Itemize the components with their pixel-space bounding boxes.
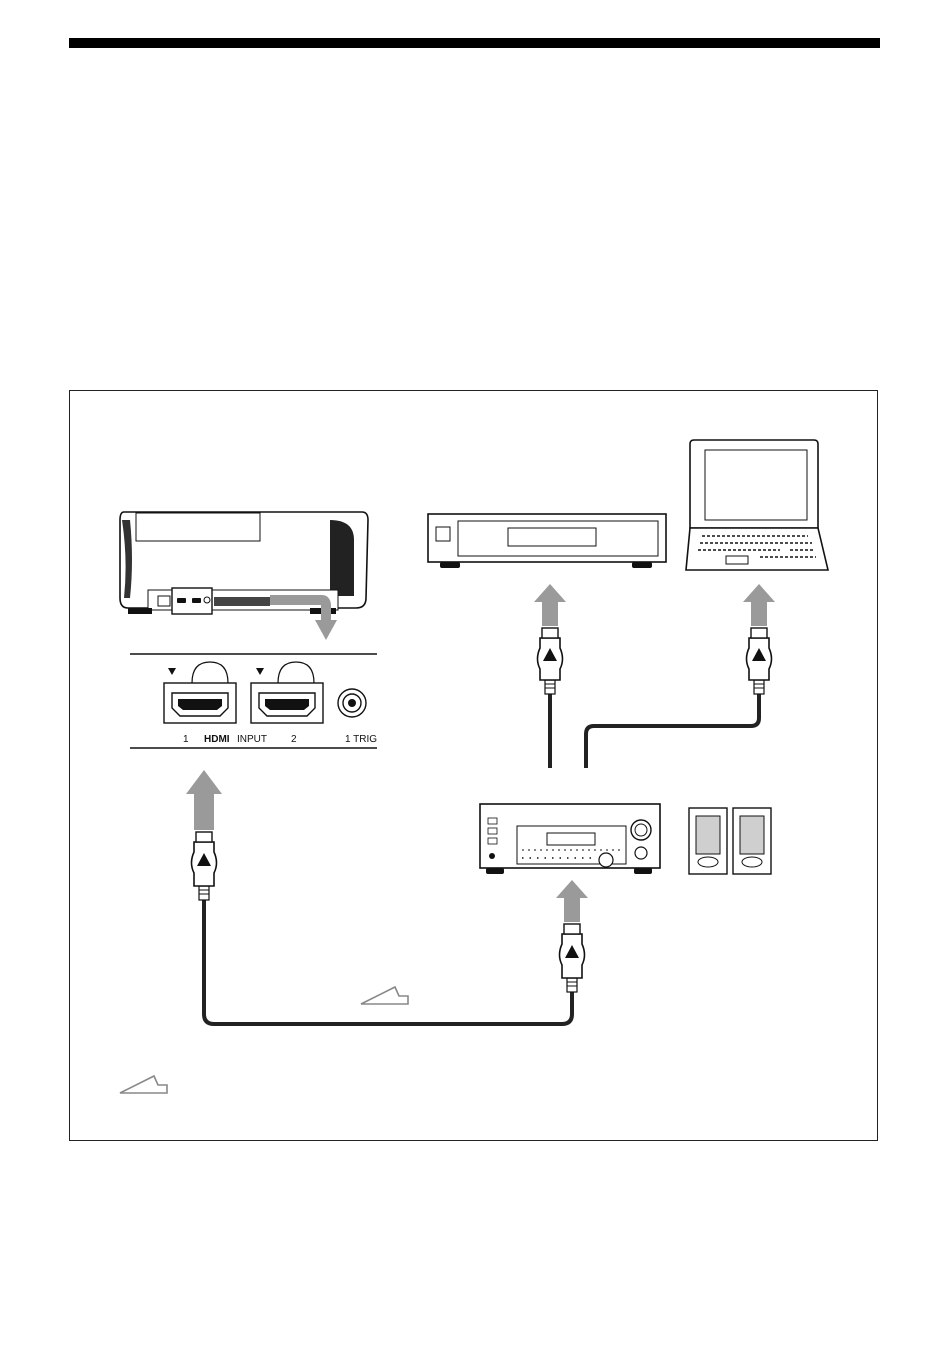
speaker-icon bbox=[689, 808, 771, 874]
legend-signal-flow-icon bbox=[120, 1076, 167, 1093]
hdmi-logo: HDMI bbox=[204, 734, 230, 745]
port-1-number: 1 bbox=[183, 734, 189, 745]
trigger-label: 1 TRIG bbox=[345, 734, 377, 745]
hdmi-input-1-port bbox=[164, 662, 236, 723]
video-player-icon bbox=[428, 514, 666, 568]
laptop-icon bbox=[686, 440, 828, 570]
connector-panel: 1 HDMI INPUT 2 1 TRIG bbox=[130, 650, 407, 754]
trigger-jack bbox=[338, 689, 366, 717]
flow-arrows bbox=[186, 584, 775, 922]
projector-rear-icon bbox=[120, 512, 368, 614]
av-amplifier-icon bbox=[480, 804, 660, 874]
hdmi-plug-player bbox=[538, 628, 563, 696]
hdmi-input-2-port bbox=[251, 662, 323, 723]
signal-flow-arrow-icon bbox=[361, 987, 408, 1004]
hdmi-plug-computer bbox=[747, 628, 772, 696]
port-2-number: 2 bbox=[291, 734, 297, 745]
input-label: INPUT bbox=[237, 734, 267, 745]
hdmi-plug-projector bbox=[192, 832, 217, 902]
hdmi-plug-amplifier bbox=[560, 924, 585, 994]
